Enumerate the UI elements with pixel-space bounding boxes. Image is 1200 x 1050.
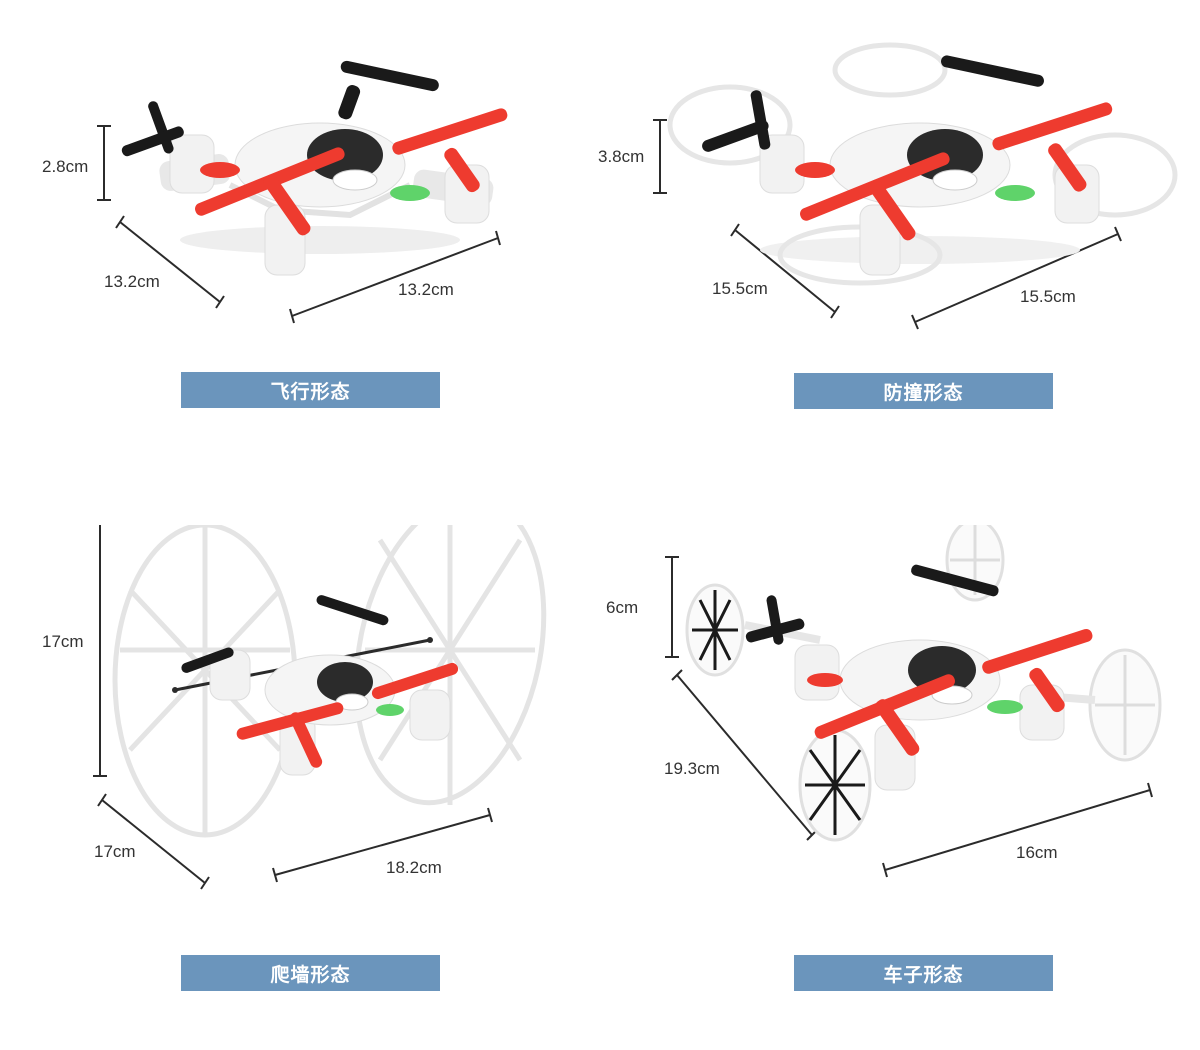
flight-mode-illustration [97,60,508,324]
panel-flight-mode: 2.8cm 13.2cm 13.2cm 飞行形态 [0,0,600,525]
drone-flight [121,60,508,276]
dimension-lines [97,125,501,324]
drone-bumper [667,42,1178,286]
drone-wall-climb [112,525,547,838]
car-mode-illustration [665,525,1162,878]
dimension-lines [665,556,1153,878]
panel-bumper-mode: 3.8cm 15.5cm 15.5cm 防撞形态 [598,0,1200,525]
wall-climb-mode-illustration [93,525,547,890]
height-dimension-label: 2.8cm [42,157,89,176]
depth-dimension-label: 15.5cm [712,279,768,298]
depth-dimension-label: 13.2cm [104,272,160,291]
dimension-lines [653,119,1122,330]
height-dimension-label: 17cm [42,632,84,651]
width-dimension-label: 16cm [1016,843,1058,862]
height-dimension-label: 6cm [606,598,639,617]
width-dimension-label: 13.2cm [398,280,454,299]
panel-car-mode: 6cm 19.3cm 16cm 车子形态 [600,525,1200,1050]
mode-label-badge: 爬墙形态 [181,955,440,991]
mode-label-badge: 车子形态 [794,955,1053,991]
depth-dimension-label: 17cm [94,842,136,861]
depth-dimension-label: 19.3cm [664,759,720,778]
width-dimension-label: 15.5cm [1020,287,1076,306]
dimension-lines [93,525,493,890]
bumper-mode-illustration [653,42,1178,330]
mode-label-badge: 飞行形态 [181,372,440,408]
drone-car [685,525,1162,842]
height-dimension-label: 3.8cm [598,147,645,166]
panel-wall-climb-mode: 17cm 17cm 18.2cm 爬墙形态 [0,525,600,1050]
mode-label-badge: 防撞形态 [794,373,1053,409]
width-dimension-label: 18.2cm [386,858,442,877]
